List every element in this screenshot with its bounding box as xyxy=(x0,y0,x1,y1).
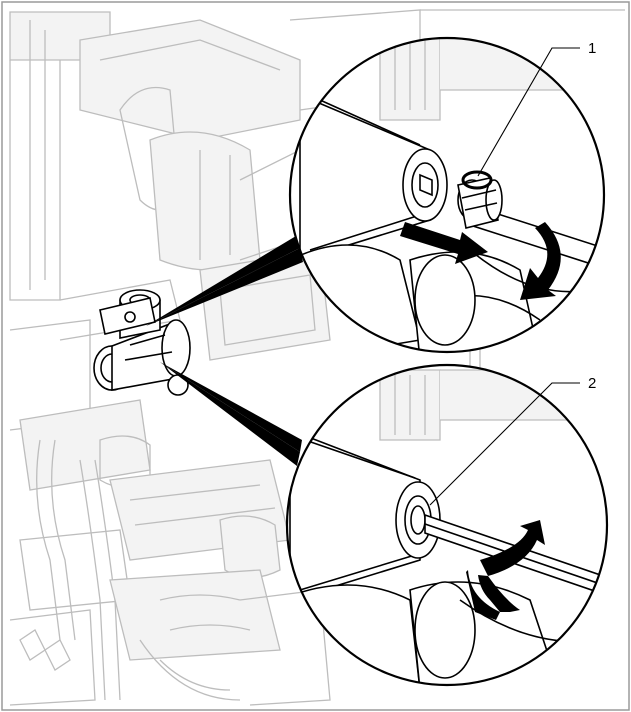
callout-2-label: 2 xyxy=(588,375,596,392)
valve-overview xyxy=(93,289,191,396)
double-curved-arrow-icon xyxy=(480,520,545,576)
arrow-right-icon xyxy=(400,222,488,264)
zoom-leader-lines xyxy=(146,236,303,466)
detail-view-bottom xyxy=(285,363,609,687)
boiler-background-drawing xyxy=(9,9,625,706)
detail-circle-outline-bottom xyxy=(285,363,609,687)
curved-arrow-down-icon xyxy=(520,222,561,300)
detail-circle-outline-top xyxy=(288,36,606,354)
callout-1-label: 1 xyxy=(588,40,596,57)
callout-1: 1 xyxy=(477,40,596,177)
callout-2: 2 xyxy=(429,375,596,506)
detail-view-top xyxy=(288,36,606,354)
